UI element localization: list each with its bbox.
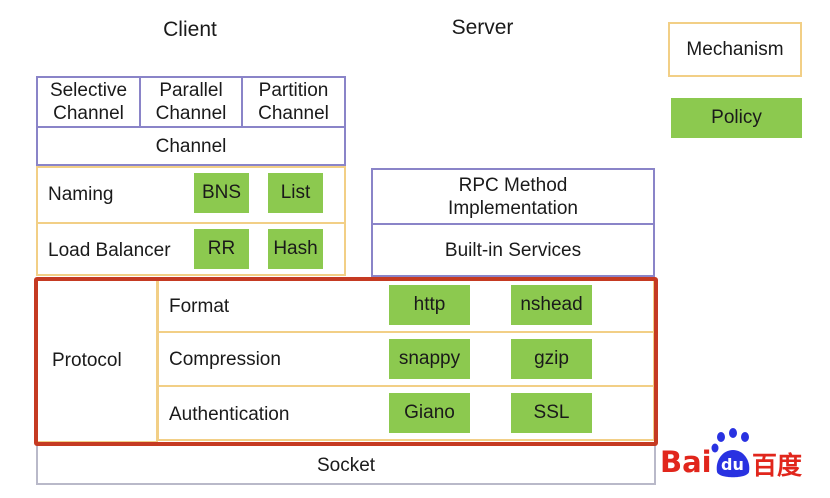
policy-ssl: SSL (511, 393, 592, 433)
policy-gzip: gzip (511, 339, 592, 379)
load-balancer-label: Load Balancer (48, 240, 171, 261)
policy-list: List (268, 173, 323, 213)
policy-rr: RR (194, 229, 249, 269)
authentication-label: Authentication (169, 404, 290, 425)
legend-policy: Policy (671, 98, 802, 138)
legend-mechanism-label: Mechanism (686, 38, 784, 60)
policy-giano: Giano (389, 393, 470, 433)
partition-channel-box: Partition Channel (241, 76, 346, 128)
logo-text-bai: Bai (660, 445, 712, 479)
builtin-services-box: Built-in Services (371, 223, 655, 277)
policy-hash: Hash (268, 229, 323, 269)
policy-http: http (389, 285, 470, 325)
legend-policy-label: Policy (711, 107, 762, 128)
selective-channel-box: Selective Channel (36, 76, 141, 128)
logo-text-chinese: 百度 (752, 451, 803, 480)
policy-nshead: nshead (511, 285, 592, 325)
baidu-paw-icon (711, 428, 750, 478)
socket-box: Socket (36, 443, 656, 485)
compression-label: Compression (169, 349, 281, 370)
legend-mechanism: Mechanism (668, 22, 802, 77)
policy-snappy: snappy (389, 339, 470, 379)
naming-label: Naming (48, 184, 114, 205)
rpc-method-box: RPC Method Implementation (371, 168, 655, 225)
server-heading: Server (451, 16, 514, 39)
policy-bns: BNS (194, 173, 249, 213)
protocol-highlight-frame (34, 277, 658, 446)
baidu-logo: Bai du 百度 (660, 426, 810, 486)
format-label: Format (169, 296, 230, 317)
channel-box: Channel (36, 126, 346, 166)
parallel-channel-box: Parallel Channel (139, 76, 243, 128)
protocol-box: Protocol (36, 279, 158, 443)
protocol-label: Protocol (52, 350, 122, 371)
client-heading: Client (163, 18, 217, 41)
logo-text-du: du (721, 455, 744, 474)
